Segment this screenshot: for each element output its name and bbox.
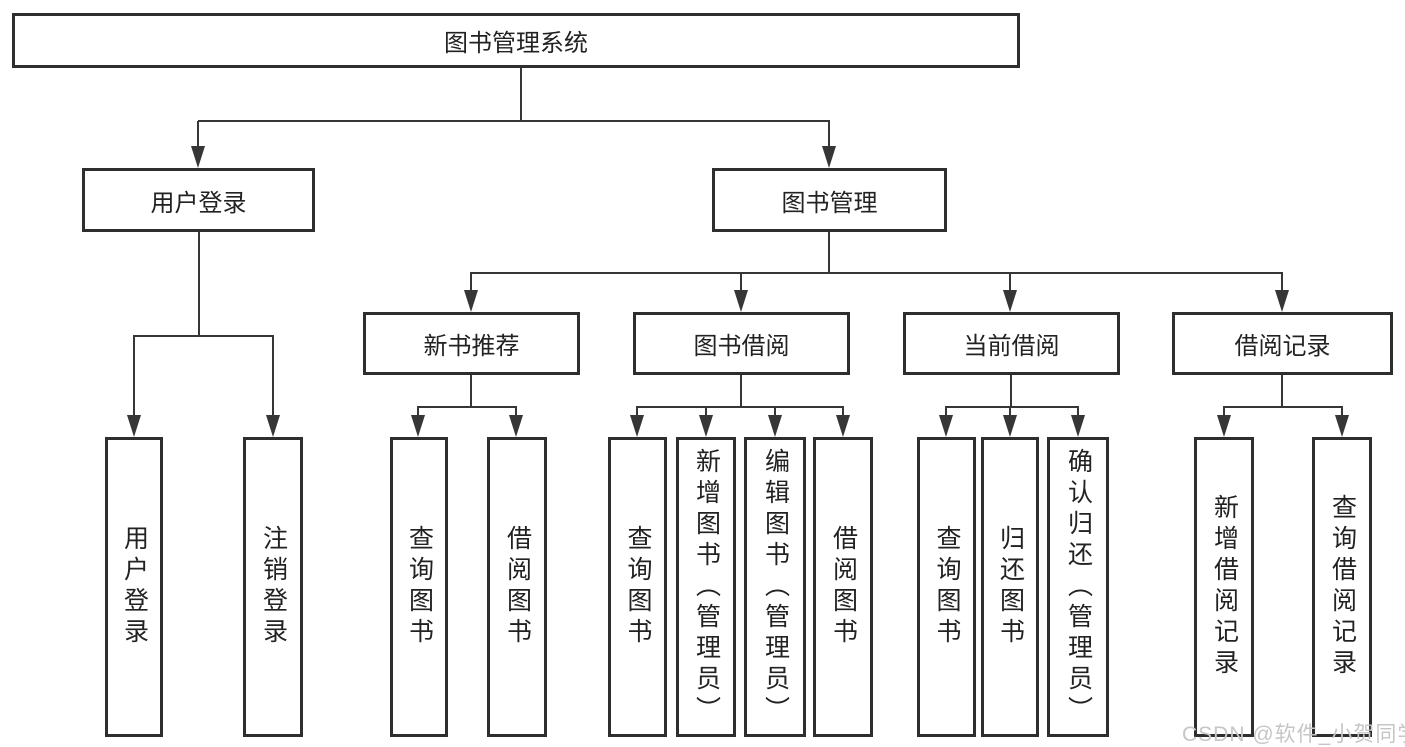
connector-line <box>1341 406 1343 417</box>
node-query-books: 查询图书 <box>917 437 976 737</box>
watermark: CSDN @软件_小贺同学 <box>1182 723 1405 746</box>
connector-line <box>740 375 742 406</box>
connector-line <box>1223 406 1225 417</box>
connector-line <box>417 406 517 408</box>
connector-line <box>198 232 200 335</box>
connector-line <box>272 335 274 417</box>
connector-line <box>470 375 472 406</box>
arrowhead-down-icon <box>699 415 713 437</box>
node-book-borrowing: 图书借阅 <box>633 312 850 375</box>
node-return-books: 归还图书 <box>981 437 1039 737</box>
node-query-books: 查询图书 <box>390 437 448 737</box>
node-borrow-books: 借阅图书 <box>813 437 873 737</box>
node-confirm-return-admin: 确认归还（管理员） <box>1047 437 1109 737</box>
connector-line <box>945 406 1079 408</box>
arrowhead-down-icon <box>464 290 478 312</box>
connector-line <box>1010 375 1012 406</box>
node-add-borrow-record: 新增借阅记录 <box>1194 437 1254 737</box>
connector-line <box>774 406 776 417</box>
node-library-management-system: 图书管理系统 <box>12 13 1020 68</box>
arrowhead-down-icon <box>630 415 644 437</box>
connector-line <box>1281 375 1283 406</box>
node-user-login: 用户登录 <box>82 168 315 232</box>
connector-line <box>1077 406 1079 417</box>
arrowhead-down-icon <box>836 415 850 437</box>
node-new-book-recommendation: 新书推荐 <box>363 312 580 375</box>
arrowhead-down-icon <box>411 415 425 437</box>
connector-line <box>470 272 472 290</box>
connector-line <box>515 406 517 417</box>
connector-line <box>945 406 947 417</box>
connector-line <box>828 232 830 272</box>
connector-line <box>133 335 135 417</box>
node-logout-action: 注销登录 <box>243 437 303 737</box>
arrowhead-down-icon <box>1217 415 1231 437</box>
node-book-management: 图书管理 <box>712 168 947 232</box>
node-add-books-admin: 新增图书（管理员） <box>676 437 736 737</box>
connector-line <box>705 406 707 417</box>
connector-line <box>740 272 742 290</box>
arrowhead-down-icon <box>127 415 141 437</box>
arrowhead-down-icon <box>1335 415 1349 437</box>
connector-line <box>133 335 274 337</box>
arrowhead-down-icon <box>939 415 953 437</box>
connector-line <box>417 406 419 417</box>
arrowhead-down-icon <box>1275 290 1289 312</box>
arrowhead-down-icon <box>266 415 280 437</box>
connector-line <box>470 272 1282 274</box>
node-query-borrow-record: 查询借阅记录 <box>1312 437 1372 737</box>
node-current-borrowing: 当前借阅 <box>903 312 1120 375</box>
arrowhead-down-icon <box>1071 415 1085 437</box>
arrowhead-down-icon <box>191 146 205 168</box>
arrowhead-down-icon <box>509 415 523 437</box>
connector-line <box>1009 272 1011 290</box>
node-borrowing-records: 借阅记录 <box>1172 312 1393 375</box>
connector-line <box>842 406 844 417</box>
connector-line <box>636 406 638 417</box>
connector-line <box>520 68 522 121</box>
node-user-login-action: 用户登录 <box>105 437 163 737</box>
node-borrow-books: 借阅图书 <box>487 437 547 737</box>
connector-line <box>198 120 830 122</box>
arrowhead-down-icon <box>768 415 782 437</box>
connector-line <box>1009 406 1011 417</box>
node-query-books: 查询图书 <box>608 437 667 737</box>
connector-line <box>197 121 199 148</box>
arrowhead-down-icon <box>822 146 836 168</box>
arrowhead-down-icon <box>1003 290 1017 312</box>
arrowhead-down-icon <box>734 290 748 312</box>
connector-line <box>1281 272 1283 290</box>
connector-line <box>828 121 830 148</box>
connector-line <box>1223 406 1343 408</box>
node-edit-books-admin: 编辑图书（管理员） <box>744 437 806 737</box>
connector-line <box>636 406 844 408</box>
arrowhead-down-icon <box>1003 415 1017 437</box>
